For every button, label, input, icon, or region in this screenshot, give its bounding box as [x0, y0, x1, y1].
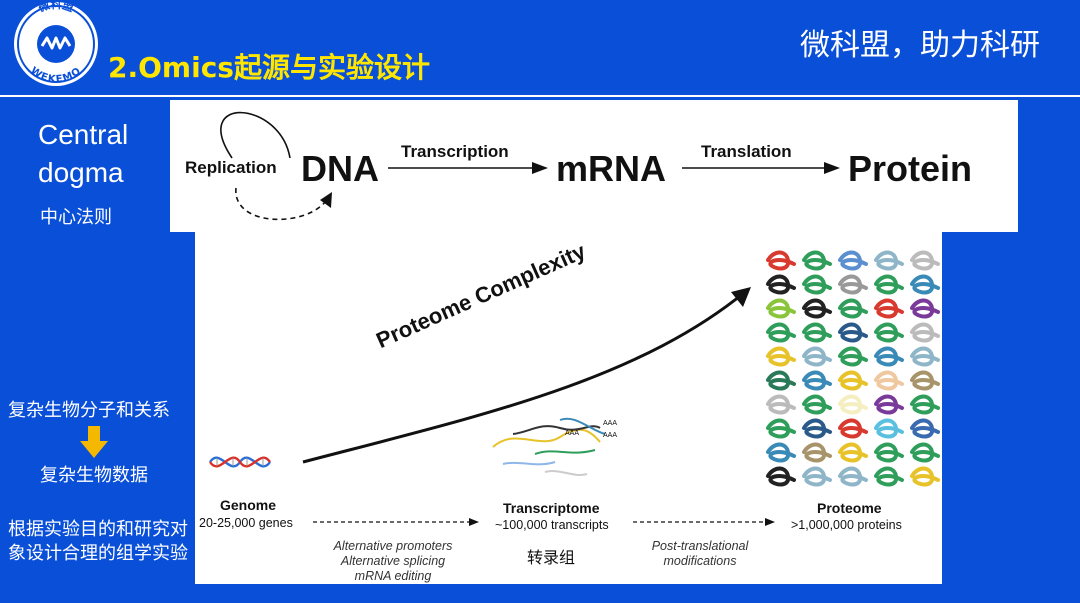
slide-title: 2.Omics起源与实验设计 — [108, 46, 430, 86]
dna-label: DNA — [301, 148, 379, 190]
proteome-subtitle: >1,000,000 proteins — [791, 518, 902, 532]
mechanism-mrna-editing: mRNA editing — [313, 569, 473, 583]
translation-label: Translation — [701, 142, 792, 162]
step-biodata: 复杂生物数据 — [40, 461, 148, 487]
central-dogma-zh-label: 中心法则 — [40, 203, 112, 229]
mechanism-ptm-line1: Post-translational — [635, 539, 765, 553]
genome-subtitle: 20-25,000 genes — [199, 516, 293, 530]
polya-tail-label: AAA — [603, 432, 617, 439]
transcriptome-subtitle: ~100,000 transcripts — [495, 518, 609, 532]
genome-title: Genome — [220, 497, 276, 513]
replication-label: Replication — [185, 158, 277, 178]
proteome-title: Proteome — [817, 500, 882, 516]
slogan: 微科盟，助力科研 — [800, 20, 1040, 64]
step-biomolecules: 复杂生物分子和关系 — [8, 396, 170, 422]
central-dogma-panel: Replication DNA Transcription mRNA Trans… — [170, 100, 1018, 232]
central-dogma-label: Central dogma — [38, 116, 128, 192]
dna-helix-icon — [210, 458, 270, 467]
mechanism-ptm-line2: modifications — [635, 554, 765, 568]
protein-grid-icon — [768, 253, 938, 485]
wekemo-logo: 微科盟 WEKEMO — [8, 0, 104, 92]
polya-tail-label: AAA — [565, 430, 579, 437]
proteome-complexity-panel: Proteome Complexity AAA AAA AAA Genome 2… — [195, 232, 942, 584]
mechanism-alt-promoters: Alternative promoters — [313, 539, 473, 553]
mechanism-alt-splicing: Alternative splicing — [313, 554, 473, 568]
transcripts-icon — [493, 419, 605, 475]
mrna-label: mRNA — [556, 148, 666, 190]
polya-tail-label: AAA — [603, 420, 617, 427]
step-design: 根据实验目的和研究对象设计合理的组学实验 — [8, 518, 198, 566]
transcriptome-title: Transcriptome — [503, 500, 599, 516]
protein-label: Protein — [848, 148, 972, 190]
transcriptome-zh-label: 转录组 — [527, 544, 575, 568]
down-arrow-icon — [80, 426, 108, 462]
transcription-label: Transcription — [401, 142, 509, 162]
header-divider — [0, 95, 1080, 97]
